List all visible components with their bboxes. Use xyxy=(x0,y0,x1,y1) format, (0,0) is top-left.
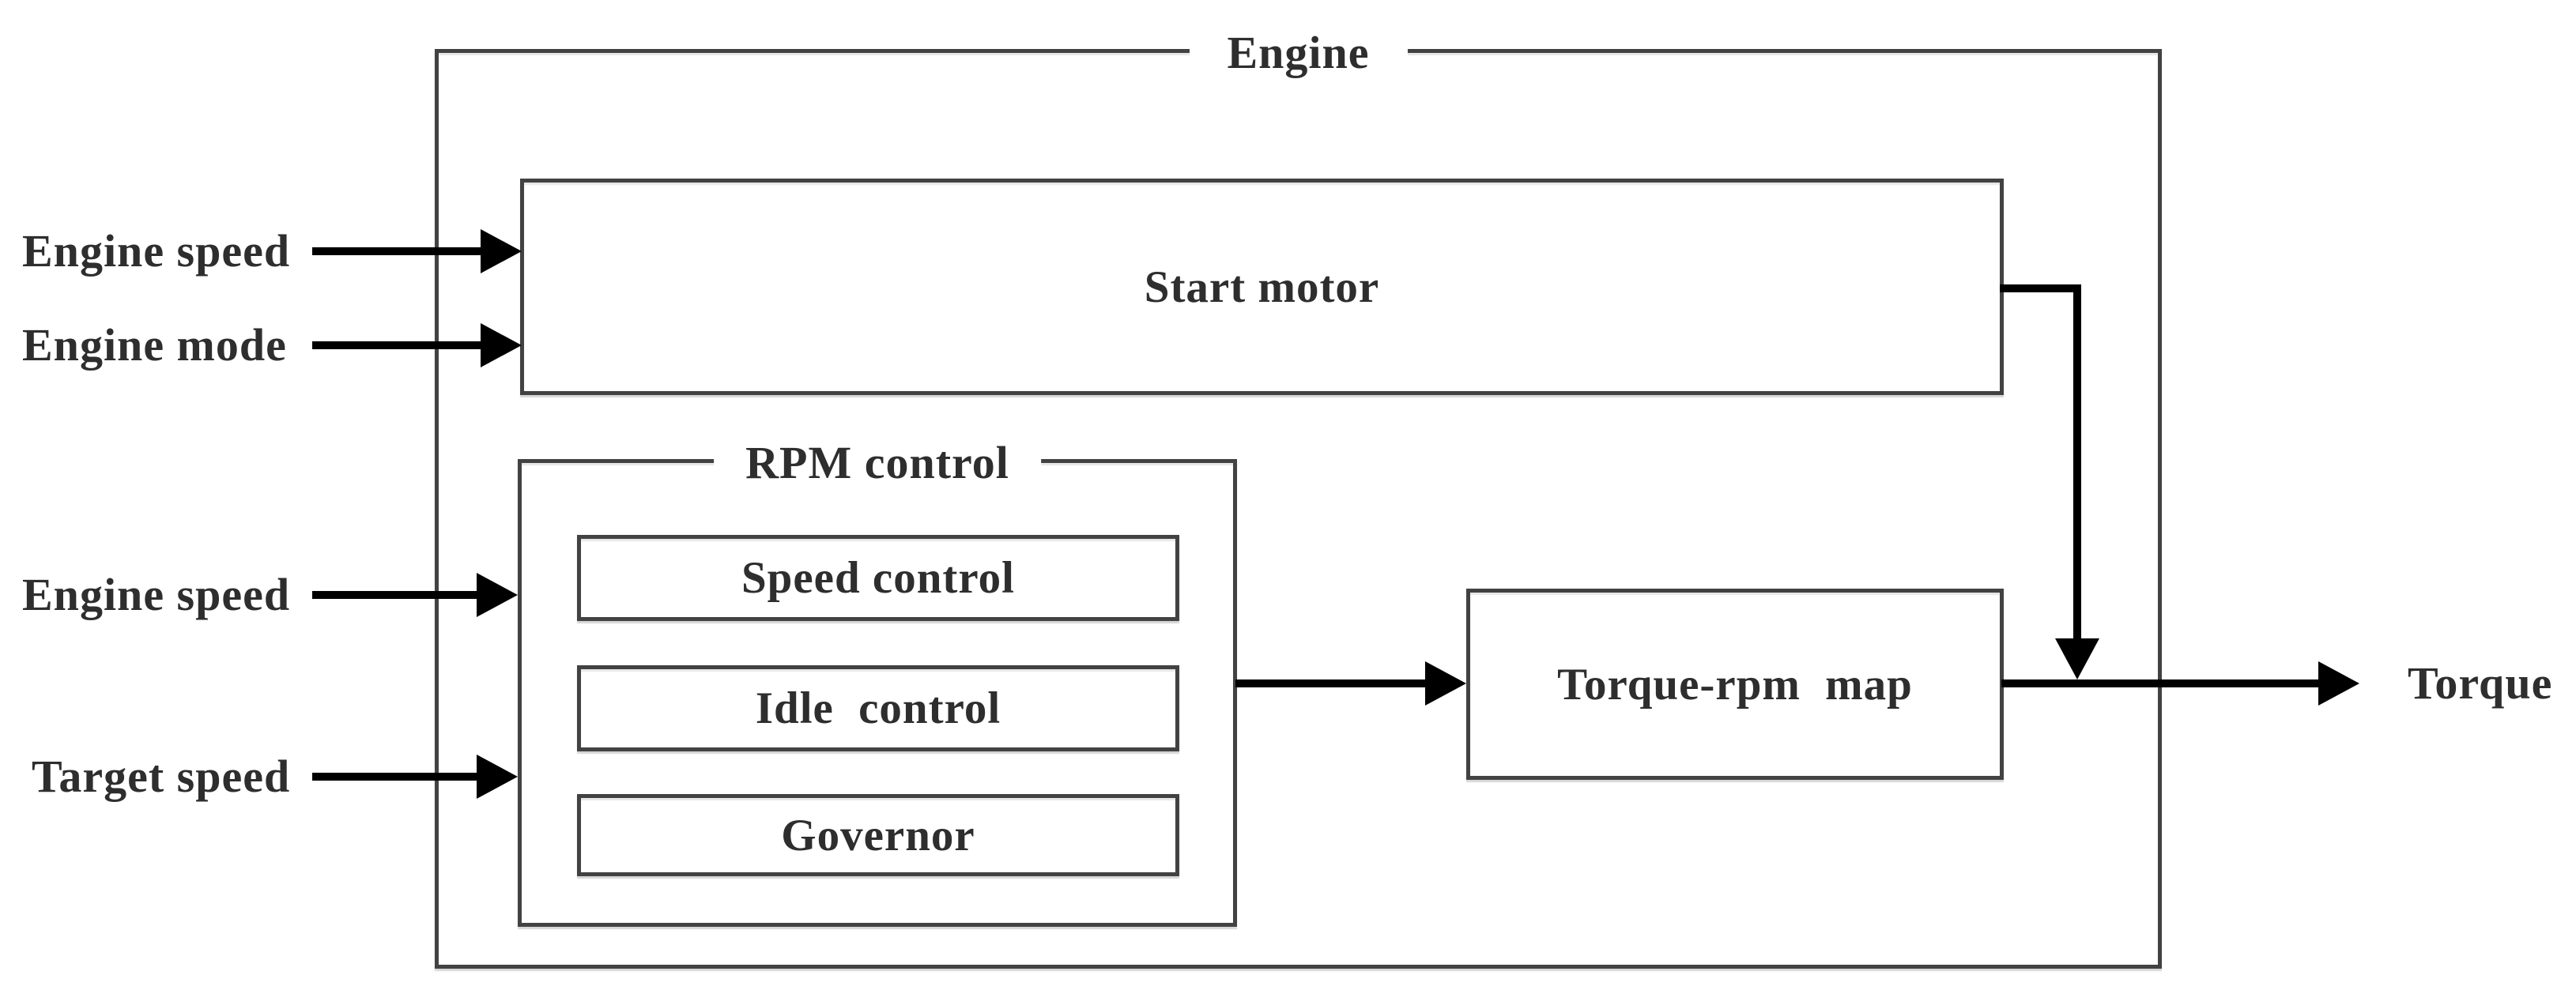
idle-control-box: Idle control xyxy=(577,665,1179,751)
arrow-engine-mode-to-start-motor xyxy=(312,341,485,349)
arrowhead-engine-mode-to-start-motor xyxy=(481,323,522,367)
arrowhead-start-motor-branch-down xyxy=(2055,638,2099,679)
arrow-engine-speed-to-rpm-control xyxy=(312,591,481,599)
arrow-target-speed-to-rpm-control xyxy=(312,773,481,781)
idle-control-label: Idle control xyxy=(755,683,1001,733)
arrowhead-target-speed-to-rpm-control xyxy=(477,755,518,799)
torque-rpm-map-box: Torque-rpm map xyxy=(1466,589,2004,780)
engine-title: Engine xyxy=(1189,24,1408,81)
arrow-output-torque xyxy=(2001,679,2320,687)
line-start-motor-branch-horizontal xyxy=(2000,284,2081,292)
arrowhead-engine-speed-to-start-motor xyxy=(481,229,522,273)
arrowhead-engine-speed-to-rpm-control xyxy=(477,573,518,617)
start-motor-label: Start motor xyxy=(1144,262,1380,312)
arrow-engine-speed-to-start-motor xyxy=(312,247,485,255)
input-label-target-speed: Target speed xyxy=(32,751,291,802)
rpm-control-title: RPM control xyxy=(714,435,1041,491)
start-motor-box: Start motor xyxy=(520,179,2004,395)
speed-control-label: Speed control xyxy=(741,553,1016,603)
arrow-rpm-control-to-torque-map xyxy=(1235,679,1428,687)
input-label-engine-speed-bottom: Engine speed xyxy=(22,569,291,620)
arrowhead-rpm-control-to-torque-map xyxy=(1425,661,1466,706)
governor-label: Governor xyxy=(781,810,975,860)
input-label-engine-speed-top: Engine speed xyxy=(22,225,291,277)
arrowhead-output-torque xyxy=(2318,661,2359,706)
output-label-torque: Torque xyxy=(2408,657,2553,709)
governor-box: Governor xyxy=(577,794,1179,876)
line-start-motor-branch-vertical xyxy=(2073,284,2081,640)
input-label-engine-mode: Engine mode xyxy=(22,319,287,371)
torque-rpm-map-label: Torque-rpm map xyxy=(1557,659,1913,710)
speed-control-box: Speed control xyxy=(577,535,1179,621)
